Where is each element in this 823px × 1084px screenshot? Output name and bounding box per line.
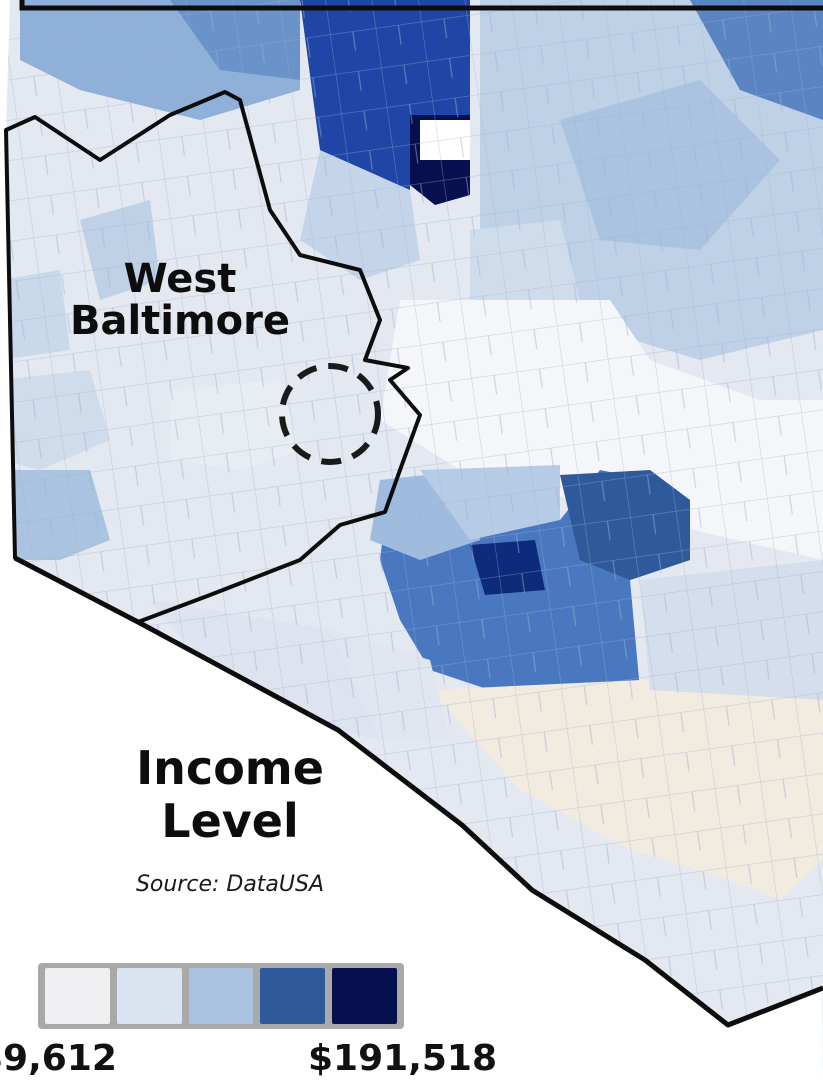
city-boundary bbox=[13, 0, 823, 1028]
highlight-circle bbox=[279, 363, 381, 465]
legend-swatch-2 bbox=[116, 968, 182, 1024]
legend-min-value: $9,612 bbox=[0, 1038, 117, 1079]
legend-swatch-1 bbox=[45, 968, 110, 1024]
source-caption: Source: DataUSA bbox=[135, 872, 325, 897]
legend-max-value: $191,518 bbox=[308, 1038, 498, 1079]
legend-swatch-4 bbox=[260, 968, 326, 1024]
west-baltimore-outline bbox=[4, 90, 422, 624]
color-legend bbox=[38, 963, 404, 1029]
legend-swatch-5 bbox=[332, 968, 397, 1024]
legend-swatch-3 bbox=[188, 968, 254, 1024]
